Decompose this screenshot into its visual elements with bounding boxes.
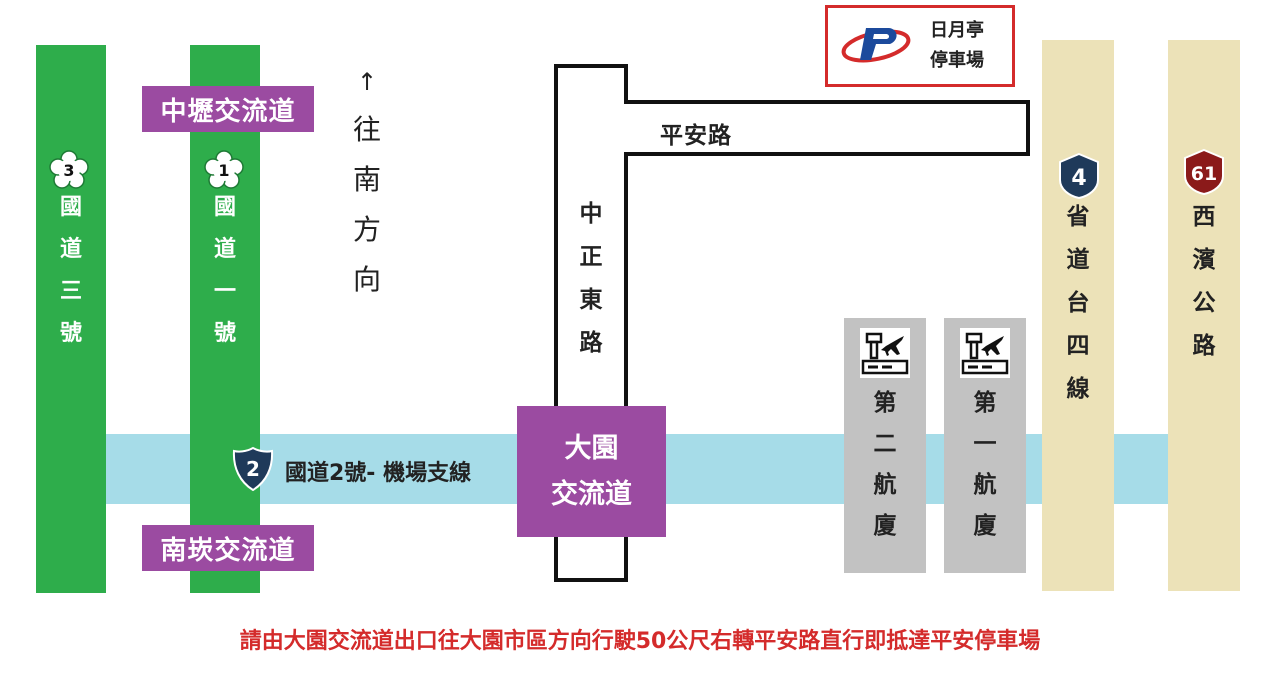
up-arrow-icon: ↑ [356, 68, 378, 96]
dayuan-line1: 大園 [564, 432, 619, 464]
nankan-interchange-label: 南崁交流道 [142, 525, 314, 571]
road-char: 東 [579, 287, 603, 313]
route-char: 西 [1192, 204, 1216, 230]
parking-line1: 日月亭 [930, 20, 984, 41]
parking-name: 日月亭 停車場 [930, 16, 984, 76]
freeway-1-char: 國 [213, 195, 236, 220]
freeway-1-road [190, 45, 260, 593]
highway-2-shield-icon: 2 [232, 446, 274, 492]
riyueting-parking-sign: 日月亭 停車場 [825, 5, 1015, 87]
airport-terminal-icon [960, 328, 1010, 378]
freeway-1-char: 號 [213, 321, 236, 346]
zhongzheng-east-road-label: 中 正 東 路 [556, 203, 626, 375]
route-char: 線 [1066, 376, 1090, 402]
terminal-char: 一 [973, 431, 997, 457]
road-char: 中 [579, 201, 603, 227]
freeway-3-char: 道 [59, 237, 82, 262]
freeway-1-number: 1 [218, 161, 229, 180]
road-char: 路 [579, 330, 603, 356]
terminal-char: 廈 [973, 513, 997, 539]
freeway-3-char: 三 [59, 279, 82, 304]
terminal-char: 二 [873, 431, 897, 457]
terminal-char: 航 [973, 472, 997, 498]
directions-note: 請由大園交流道出口往大園市區方向行駛50公尺右轉平安路直行即抵達平安停車場 [239, 629, 1041, 654]
route-char: 台 [1066, 290, 1090, 316]
freeway-3-char: 號 [59, 321, 82, 346]
route-61-name: 西 濱 公 路 [1168, 206, 1240, 378]
route-char: 公 [1192, 290, 1216, 316]
direction-char: 向 [352, 263, 381, 296]
terminal-1-label: 第 一 航 廈 [944, 392, 1026, 556]
route-char: 省 [1066, 204, 1090, 230]
freeway-1-char: 道 [213, 237, 236, 262]
parking-line2: 停車場 [930, 50, 984, 71]
freeway-3-number: 3 [63, 161, 74, 180]
route-char: 四 [1066, 333, 1090, 359]
zhongli-interchange-label: 中壢交流道 [142, 86, 314, 132]
route-61-number: 61 [1191, 163, 1217, 185]
terminal-char: 第 [873, 390, 897, 416]
freeway-1-name: 國 道 一 號 [190, 197, 260, 365]
pingan-road-label: 平安路 [660, 123, 732, 149]
provincial-route-4-road [1042, 40, 1114, 591]
freeway-3-name: 國 道 三 號 [36, 197, 106, 365]
terminal-char: 第 [973, 390, 997, 416]
freeway-1-char: 一 [213, 279, 236, 304]
route-char: 路 [1192, 333, 1216, 359]
highway-2-label: 國道2號- 機場支線 [285, 461, 472, 486]
direction-char: 往 [352, 113, 381, 146]
road-char: 正 [579, 244, 603, 270]
terminal-2-label: 第 二 航 廈 [844, 392, 926, 556]
route-char: 道 [1066, 247, 1090, 273]
freeway-3-road [36, 45, 106, 593]
direction-char: 方 [352, 213, 381, 246]
freeway-3-shield-icon: 3 [49, 150, 89, 190]
route-4-number: 4 [1071, 166, 1086, 191]
provincial-route-61-road [1168, 40, 1240, 591]
terminal-char: 廈 [873, 513, 897, 539]
parking-logo-icon [838, 22, 914, 66]
route-4-name: 省 道 台 四 線 [1042, 206, 1114, 421]
route-61-shield-icon: 61 [1181, 148, 1227, 196]
highway-2-number: 2 [246, 457, 260, 481]
dayuan-line2: 交流道 [551, 478, 632, 510]
route-4-shield-icon: 4 [1056, 152, 1102, 200]
freeway-1-shield-icon: 1 [204, 150, 244, 190]
terminal-char: 航 [873, 472, 897, 498]
direction-char: 南 [352, 163, 381, 196]
route-char: 濱 [1192, 247, 1216, 273]
airport-terminal-icon [860, 328, 910, 378]
freeway-3-char: 國 [59, 195, 82, 220]
dayuan-interchange-label: 大園 交流道 [517, 406, 666, 537]
south-direction-label: ↑ 往 南 方 向 [342, 70, 392, 316]
